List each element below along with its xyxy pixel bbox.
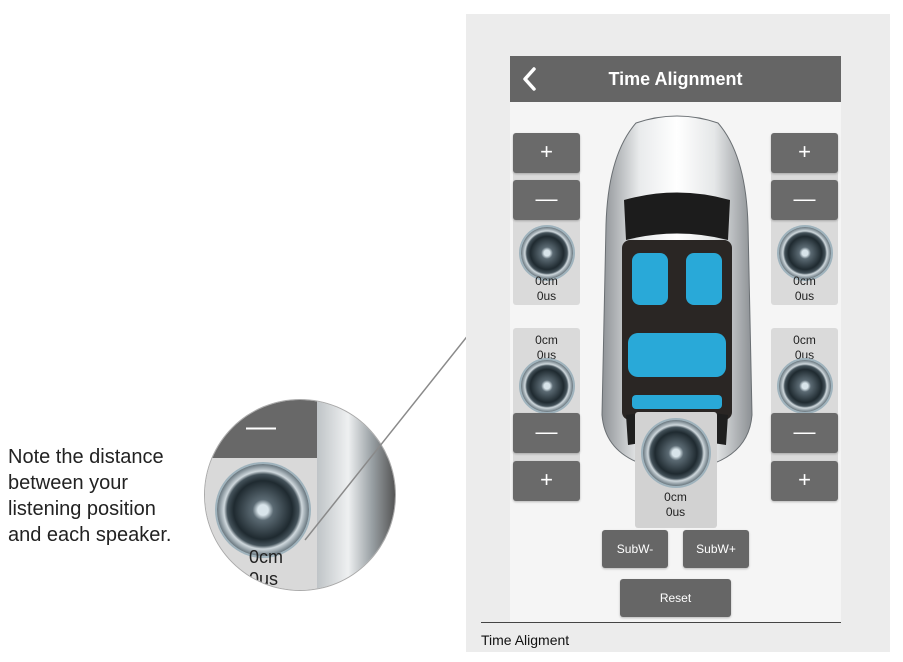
speaker-icon (521, 227, 573, 279)
front-left-minus-button[interactable]: — (513, 180, 580, 220)
note-line: Note the distance (8, 446, 164, 468)
rear-right-panel: 0cm 0us — + (771, 328, 838, 501)
subwoofer-plus-button[interactable]: SubW+ (683, 530, 749, 568)
front-right-distance: 0cm (793, 274, 816, 288)
caption-divider (481, 622, 841, 623)
subwoofer-panel: 0cm 0us (635, 412, 717, 528)
rear-left-distance: 0cm (535, 333, 558, 347)
subwoofer-delay: 0us (665, 505, 686, 519)
note-line: between your (8, 472, 129, 494)
chevron-left-icon[interactable] (516, 64, 546, 94)
rear-right-distance: 0cm (793, 333, 816, 347)
note-line: listening position (8, 498, 156, 520)
subwoofer-distance: 0cm (664, 490, 687, 504)
zoom-panel: — (205, 400, 317, 590)
speaker-icon (779, 227, 831, 279)
zoom-magnifier: — 0cm 0us (205, 400, 395, 590)
figure-caption: Time Aligment (481, 632, 570, 648)
zoom-distance: 0cm (249, 547, 284, 567)
front-right-delay: 0us (794, 289, 815, 303)
page-title: Time Alignment (608, 69, 743, 89)
rear-left-delay: 0us (536, 348, 557, 362)
zoom-values: 0cm 0us (249, 546, 283, 590)
subwoofer-minus-button[interactable]: SubW- (602, 530, 668, 568)
rear-right-plus-button[interactable]: + (771, 461, 838, 501)
speaker-icon (779, 360, 831, 412)
front-left-distance: 0cm (535, 274, 558, 288)
rear-left-plus-button[interactable]: + (513, 461, 580, 501)
front-left-plus-button[interactable]: + (513, 133, 580, 173)
speaker-icon (521, 360, 573, 412)
front-right-minus-button[interactable]: — (771, 180, 838, 220)
front-right-panel: + — 0cm 0us (771, 133, 838, 305)
front-left-panel: + — 0cm 0us (513, 133, 580, 305)
rear-right-minus-button[interactable]: — (771, 413, 838, 453)
rear-right-delay: 0us (794, 348, 815, 362)
annotation-note: Note the distance between your listening… (8, 444, 208, 548)
rear-left-panel: 0cm 0us — + (513, 328, 580, 501)
speaker-icon (217, 464, 309, 556)
note-line: and each speaker. (8, 524, 172, 546)
zoom-car-detail (317, 400, 395, 590)
zoom-minus-button: — (205, 400, 317, 458)
rear-left-minus-button[interactable]: — (513, 413, 580, 453)
front-left-delay: 0us (536, 289, 557, 303)
app-header: Time Alignment (510, 56, 841, 102)
zoom-delay: 0us (249, 569, 279, 589)
front-right-plus-button[interactable]: + (771, 133, 838, 173)
reset-button[interactable]: Reset (620, 579, 731, 617)
speaker-icon (643, 420, 709, 486)
